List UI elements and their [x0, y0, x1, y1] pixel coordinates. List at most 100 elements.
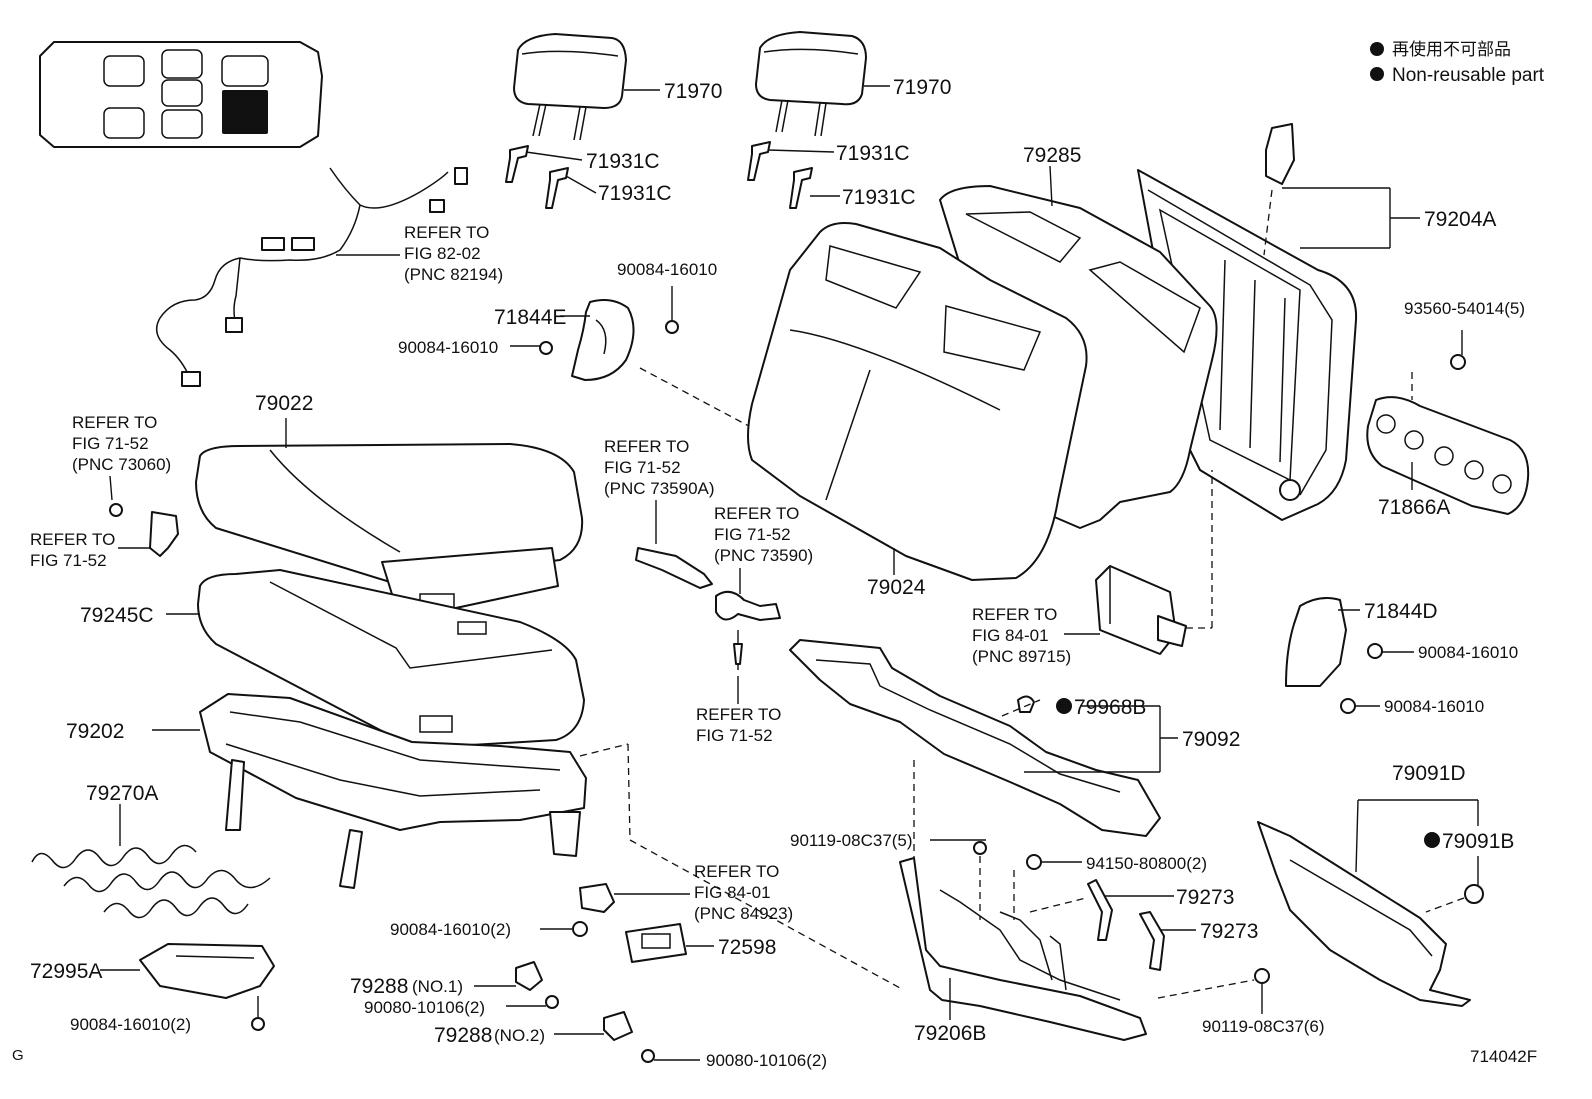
cupholder-71866a	[1366, 330, 1530, 515]
part-79206b: 79206B	[914, 1022, 986, 1045]
part-71931c-3: 71931C	[836, 142, 910, 165]
svg-text:FIG 84-01: FIG 84-01	[694, 883, 771, 902]
part-79273-b: 79273	[1200, 920, 1258, 943]
ecu-89715	[1064, 470, 1213, 655]
part-90084-bottom: 90084-16010(2)	[70, 1015, 191, 1034]
part-90080-a: 90080-10106(2)	[364, 998, 485, 1017]
ref-73590a: REFER TO FIG 71-52 (PNC 73590A)	[604, 437, 715, 589]
part-79270a: 79270A	[86, 782, 158, 805]
corner-mark: G	[12, 1047, 24, 1064]
ref-71-52-mid: REFER TO FIG 71-52	[696, 676, 781, 745]
non-reusable-dot-icon	[1424, 832, 1440, 848]
part-90084-top: 90084-16010	[617, 260, 717, 279]
cover-71844e	[510, 286, 761, 433]
part-79288-2-note: (NO.2)	[494, 1026, 545, 1045]
ref-71-52-left: REFER TO FIG 71-52	[30, 511, 179, 570]
part-90084-mid: 90084-16010(2)	[390, 920, 511, 939]
ref-82-02: REFER TO FIG 82-02 (PNC 82194)	[404, 223, 503, 284]
cover-72995a	[100, 943, 275, 1031]
svg-text:REFER TO: REFER TO	[604, 437, 689, 456]
svg-text:FIG 71-52: FIG 71-52	[72, 434, 149, 453]
legend-en: Non-reusable part	[1392, 65, 1545, 86]
cover-79091d	[1257, 799, 1484, 1007]
figure-code: 714042F	[1470, 1047, 1537, 1066]
svg-text:REFER TO: REFER TO	[714, 504, 799, 523]
part-90084-r2: 90084-16010	[1384, 697, 1484, 716]
part-90119-a: 90119-08C37(5)	[790, 831, 913, 850]
ref-84-01-top: REFER TO FIG 84-01 (PNC 89715)	[972, 605, 1071, 666]
part-71931c-1: 71931C	[586, 150, 660, 173]
part-71844e: 71844E	[494, 306, 566, 329]
svg-text:REFER TO: REFER TO	[404, 223, 489, 242]
part-71970-left: 71970	[664, 80, 722, 103]
cushion-frame-79202	[152, 693, 901, 989]
lower-frame-79206b	[899, 839, 1147, 1041]
svg-text:(PNC 89715): (PNC 89715)	[972, 647, 1071, 666]
part-94150: 94150-80800(2)	[1086, 854, 1207, 873]
rail-cover-79092	[789, 639, 1178, 880]
svg-text:FIG 84-01: FIG 84-01	[972, 626, 1049, 645]
part-79288-1: 79288	[350, 975, 408, 998]
bolt-90119-b	[1254, 968, 1270, 1014]
part-71931c-2: 71931C	[598, 182, 672, 205]
cover-71844d	[1285, 597, 1414, 714]
part-79273-a: 79273	[1176, 886, 1234, 909]
brackets-79273	[1029, 879, 1255, 999]
brackets-79288	[474, 961, 700, 1063]
headrest-left	[513, 33, 660, 141]
svg-text:(PNC 82194): (PNC 82194)	[404, 265, 503, 284]
svg-text:REFER TO: REFER TO	[972, 605, 1057, 624]
part-79245c: 79245C	[80, 604, 154, 627]
part-79285: 79285	[1023, 144, 1081, 167]
seatback-cover-79024	[747, 222, 1088, 581]
highlighted-seat	[222, 90, 268, 134]
wire-harness	[155, 167, 468, 387]
part-79288-1-note: (NO.1)	[412, 977, 463, 996]
non-reusable-dot-icon	[1370, 42, 1384, 56]
svg-text:(PNC 84923): (PNC 84923)	[694, 904, 793, 923]
part-79091b: 79091B	[1442, 830, 1514, 853]
ref-73060: REFER TO FIG 71-52 (PNC 73060)	[72, 413, 171, 517]
part-79204a: 79204A	[1424, 208, 1496, 231]
svg-text:REFER TO: REFER TO	[696, 705, 781, 724]
headrest-right	[755, 31, 890, 137]
part-71970-right: 71970	[893, 76, 951, 99]
part-72995a: 72995A	[30, 960, 102, 983]
non-reusable-dot-icon	[1370, 67, 1384, 81]
svg-text:FIG 71-52: FIG 71-52	[30, 551, 107, 570]
svg-text:FIG 71-52: FIG 71-52	[696, 726, 773, 745]
part-71844d: 71844D	[1364, 600, 1438, 623]
connector-84923	[540, 883, 690, 937]
pad-72598	[625, 923, 714, 963]
headrest-supports	[505, 141, 840, 209]
part-90119-b: 90119-08C37(6)	[1202, 1017, 1325, 1036]
svg-text:REFER TO: REFER TO	[72, 413, 157, 432]
part-90084-r1: 90084-16010	[1418, 643, 1518, 662]
part-71931c-4: 71931C	[842, 186, 916, 209]
legend-jp: 再使用不可部品	[1392, 39, 1511, 59]
svg-text:(PNC 73590): (PNC 73590)	[714, 546, 813, 565]
ref-73590: REFER TO FIG 71-52 (PNC 73590)	[714, 504, 813, 670]
svg-text:(PNC 73590A): (PNC 73590A)	[604, 479, 715, 498]
svg-text:REFER TO: REFER TO	[30, 530, 115, 549]
cushion-cover-79245c	[166, 569, 585, 749]
part-79288-2: 79288	[434, 1024, 492, 1047]
svg-text:(PNC 73060): (PNC 73060)	[72, 455, 171, 474]
part-79092: 79092	[1182, 728, 1240, 751]
svg-text:FIG 82-02: FIG 82-02	[404, 244, 481, 263]
part-79091d: 79091D	[1392, 762, 1466, 785]
part-93560: 93560-54014(5)	[1404, 299, 1525, 318]
part-90080-b: 90080-10106(2)	[706, 1051, 827, 1070]
ref-84-01-bottom: REFER TO FIG 84-01 (PNC 84923)	[694, 862, 793, 923]
part-79022: 79022	[255, 392, 313, 415]
part-79202: 79202	[66, 720, 124, 743]
non-reusable-dot-icon	[1056, 698, 1072, 714]
vehicle-seat-map	[39, 41, 323, 148]
part-72598: 72598	[718, 936, 776, 959]
part-71866a: 71866A	[1378, 496, 1450, 519]
part-79024: 79024	[867, 576, 926, 599]
legend: 再使用不可部品 Non-reusable part	[1370, 39, 1545, 86]
svg-text:FIG 71-52: FIG 71-52	[604, 458, 681, 477]
